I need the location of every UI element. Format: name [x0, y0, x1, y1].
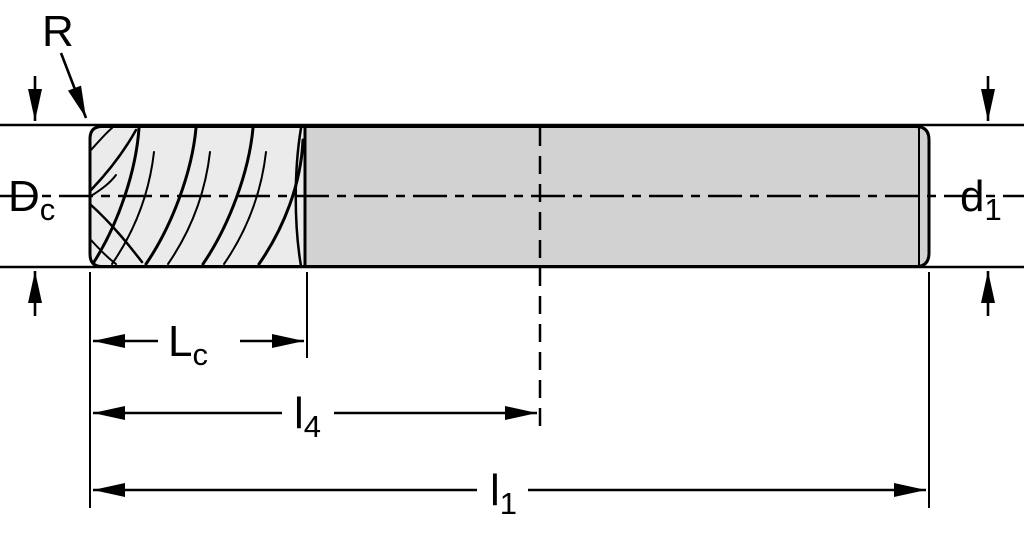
end-face-edge — [90, 127, 113, 151]
end-face-edge — [89, 203, 144, 264]
label-length-l4: l4 — [294, 389, 321, 444]
label-overall-length: l1 — [490, 466, 517, 521]
flute-secondary-line — [111, 151, 155, 265]
label-corner-radius-text: R — [42, 7, 74, 56]
flute-secondary-line — [223, 151, 267, 265]
radius-leader-line — [59, 52, 88, 119]
end-face-edge — [90, 239, 117, 265]
flute-secondary-line — [167, 151, 211, 265]
flute-helix-line — [144, 126, 198, 266]
extension-lines — [89, 272, 930, 508]
flute-helix-line — [201, 126, 255, 266]
label-cutting-diameter: Dc — [8, 172, 55, 227]
radius-leader — [59, 52, 88, 119]
end-face-edge — [90, 174, 117, 197]
end-face-edge — [89, 128, 138, 192]
flute-runout — [294, 126, 303, 268]
flute-helix-line — [257, 138, 305, 266]
label-corner-radius: R — [42, 7, 74, 56]
label-shank-diameter: d1 — [960, 172, 1002, 227]
label-cutting-length: Lc — [168, 317, 208, 372]
